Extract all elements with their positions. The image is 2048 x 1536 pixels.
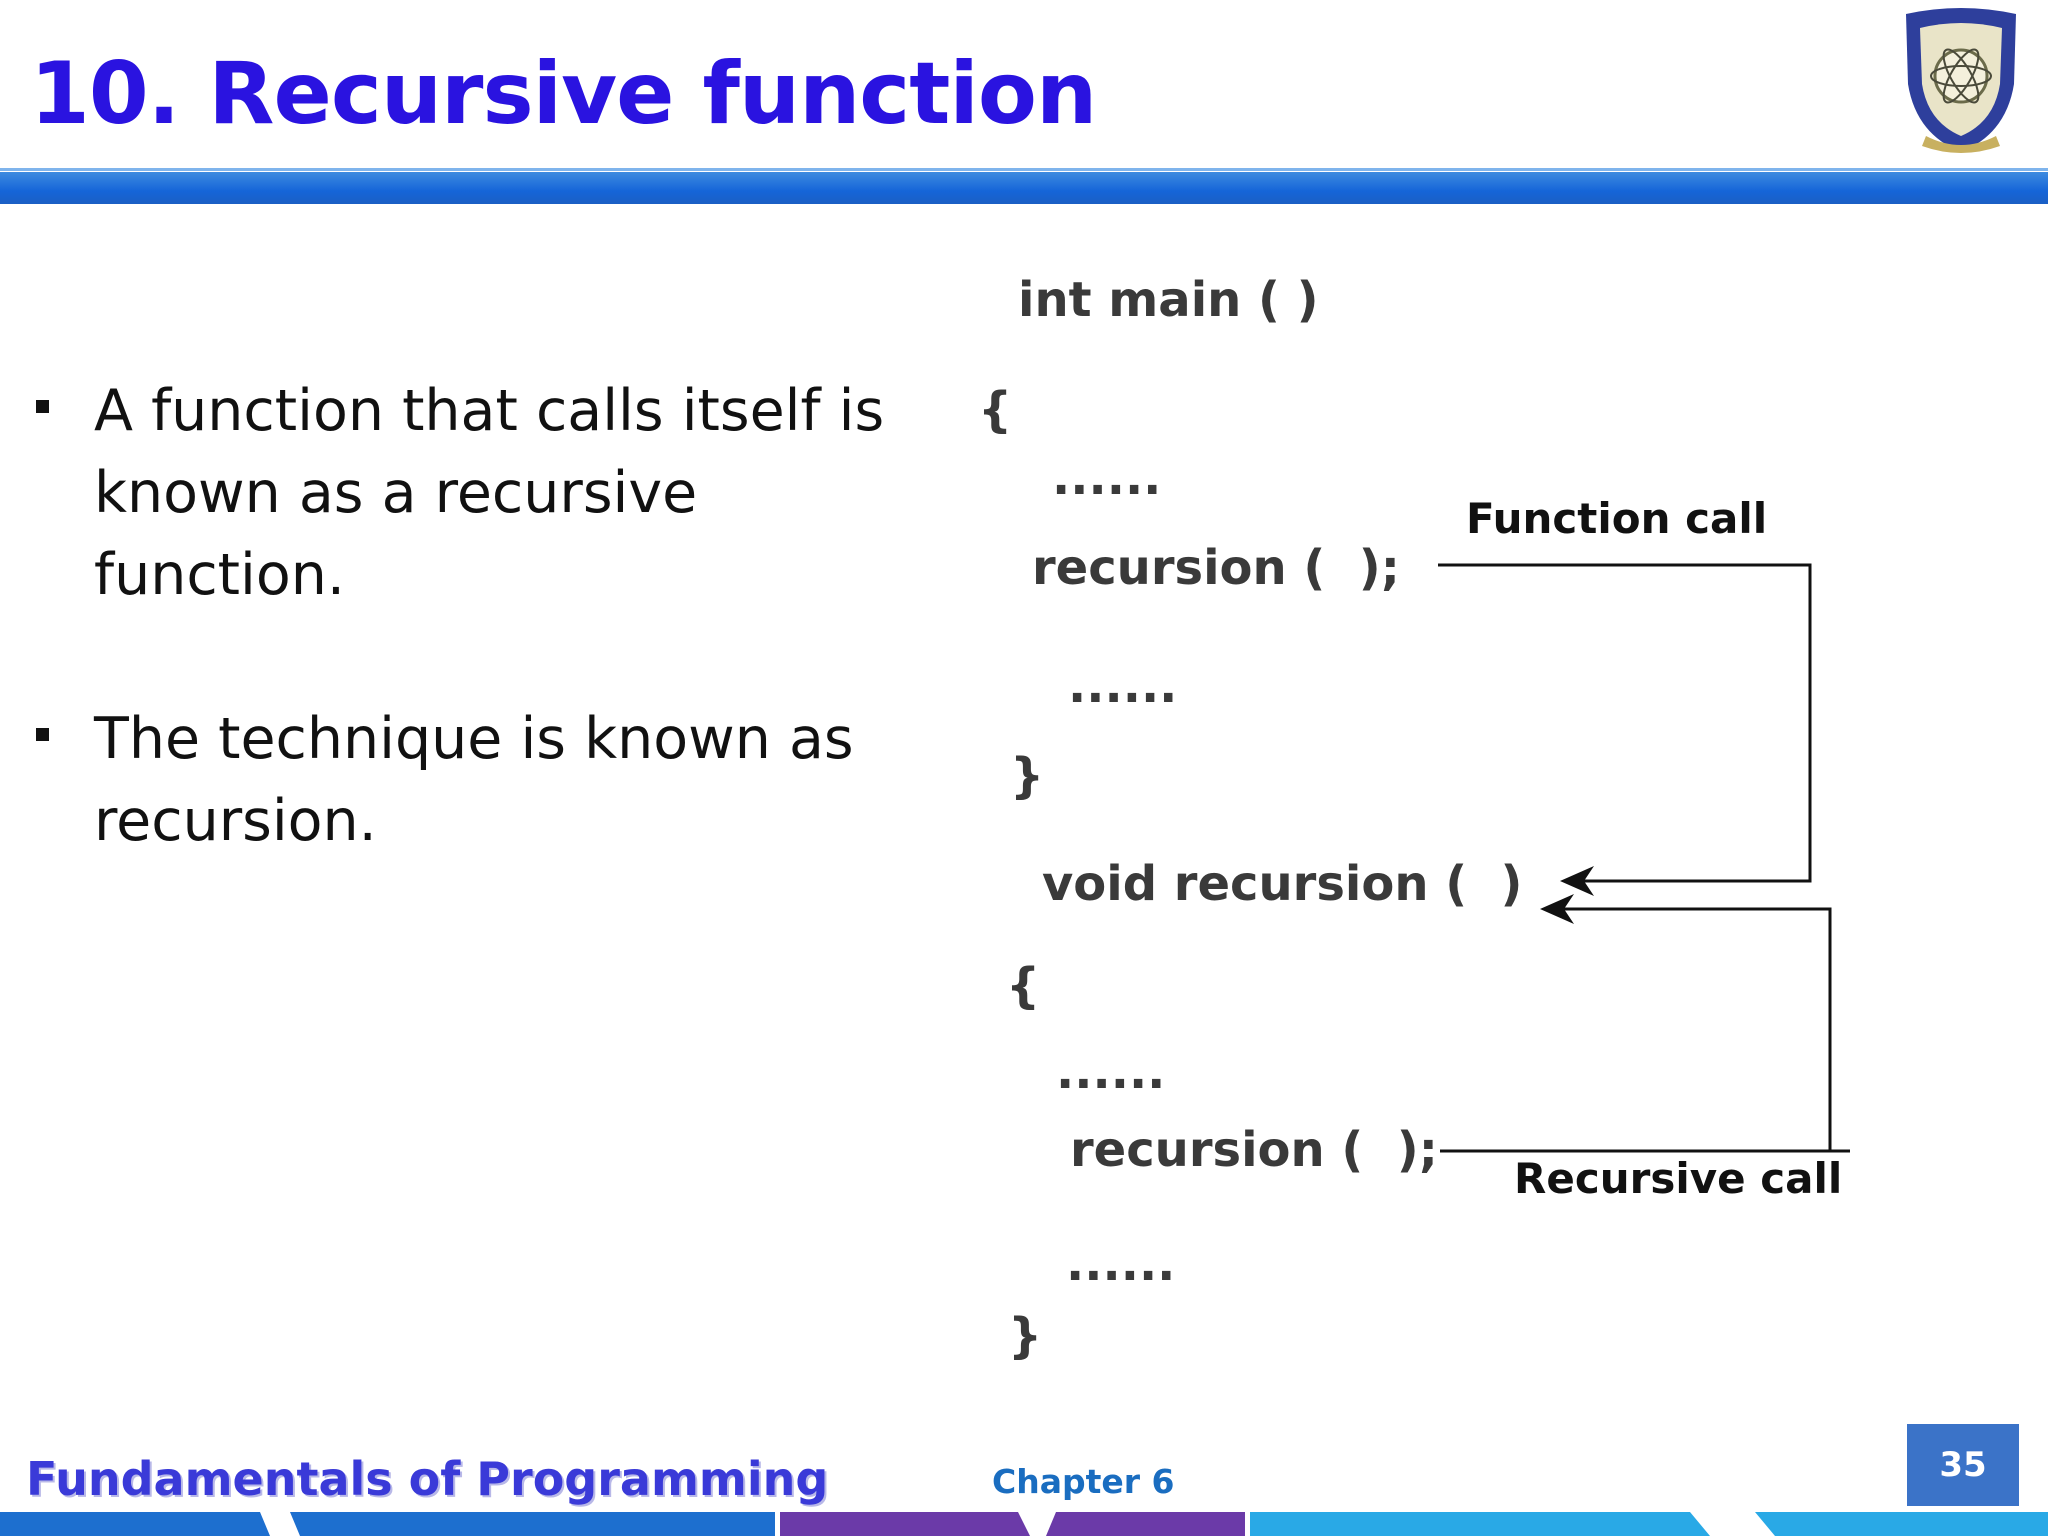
code-line: ......	[1052, 450, 1162, 506]
university-logo	[1906, 8, 2016, 153]
code-line: ......	[1068, 658, 1178, 714]
slide-title: 10. Recursive function	[30, 44, 1097, 144]
code-line: recursion ( );	[1070, 1122, 1438, 1178]
course-title: Fundamentals of Programming	[26, 1452, 829, 1506]
code-line: recursion ( );	[1032, 540, 1400, 596]
recursive-call-label: Recursive call	[1514, 1154, 1843, 1203]
code-line: int main ( )	[1018, 272, 1319, 328]
arrowhead-icon	[1560, 866, 1594, 896]
bullet-text: A function that calls itself is known as…	[94, 378, 885, 608]
code-line: ......	[1056, 1044, 1166, 1100]
bullet-list: A function that calls itself is known as…	[30, 370, 900, 944]
bullet-item: The technique is known as recursion.	[30, 698, 900, 862]
square-bullet-icon	[36, 728, 49, 741]
code-line: {	[1006, 958, 1041, 1014]
square-bullet-icon	[36, 400, 49, 413]
recursive-call-arrow	[1440, 907, 1850, 1153]
bullet-text: The technique is known as recursion.	[94, 706, 854, 854]
arrowhead-icon	[1540, 894, 1574, 924]
title-divider-bar	[0, 168, 2048, 204]
code-line: }	[1008, 1308, 1043, 1364]
code-line: ......	[1066, 1236, 1176, 1292]
bullet-item: A function that calls itself is known as…	[30, 370, 900, 616]
chapter-label: Chapter 6	[992, 1462, 1175, 1501]
code-line: {	[978, 382, 1013, 438]
code-line: }	[1010, 748, 1045, 804]
function-call-arrow	[1438, 563, 1812, 883]
code-line: void recursion ( )	[1042, 856, 1523, 912]
footer-decoration-bar	[0, 1512, 2048, 1536]
function-call-label: Function call	[1466, 494, 1768, 543]
page-number-badge: 35	[1907, 1424, 2019, 1506]
